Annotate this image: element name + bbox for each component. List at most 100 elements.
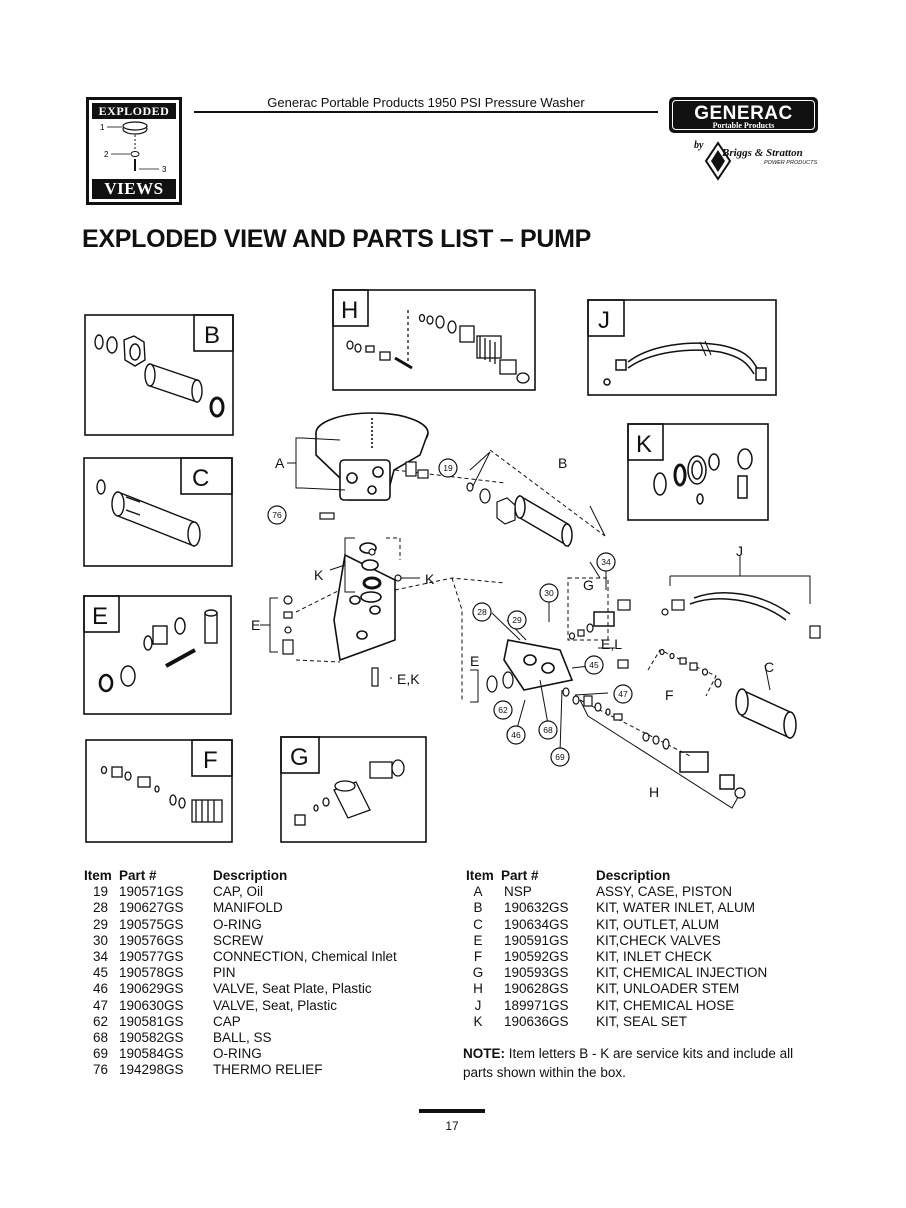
callout-46: 46 <box>511 730 521 740</box>
part-description: VALVE, Seat, Plastic <box>213 997 338 1013</box>
item-number: 29 <box>92 916 108 932</box>
item-number: F <box>473 948 483 964</box>
callout-76: 76 <box>272 510 282 520</box>
part-number: 190593GS <box>504 965 569 981</box>
logo-bottom-text: VIEWS <box>92 179 176 199</box>
item-number: B <box>473 900 483 916</box>
part-description: KIT, OUTLET, ALUM <box>596 916 720 932</box>
brand-subtitle: Portable Products <box>712 121 775 130</box>
kit-box-c <box>83 457 233 567</box>
callout-19: 19 <box>443 463 453 473</box>
label-c: C <box>764 659 774 675</box>
label-e-k: E,K <box>397 671 420 687</box>
item-number: 47 <box>92 997 108 1013</box>
label-g: G <box>583 577 594 593</box>
part-description: CAP, Oil <box>213 884 264 900</box>
parts-row: B 190632GS KIT, WATER INLET, ALUM <box>466 900 826 916</box>
part-description: MANIFOLD <box>213 900 283 916</box>
part-description: SCREW <box>213 932 264 948</box>
kit-box-b <box>84 314 234 436</box>
callout-69: 69 <box>555 752 565 762</box>
part-description: KIT,CHECK VALVES <box>596 932 721 948</box>
item-number: E <box>473 932 483 948</box>
item-number: 69 <box>92 1046 108 1062</box>
header-item: Item <box>84 868 112 883</box>
part-description: CONNECTION, Chemical Inlet <box>213 948 397 964</box>
part-number: 190629GS <box>119 981 184 997</box>
by-text: by <box>694 140 704 151</box>
kit-box-e <box>83 595 232 715</box>
logo-callout-3: 3 <box>162 165 167 174</box>
part-description: CAP <box>213 1013 241 1029</box>
box-label-c: C <box>192 465 209 492</box>
box-label-k: K <box>636 431 652 458</box>
item-number: 34 <box>92 948 108 964</box>
header-item: Item <box>466 868 494 883</box>
kit-g-parts <box>294 759 405 826</box>
label-e-left: E <box>251 617 260 633</box>
kit-box-j <box>587 299 777 396</box>
logo-callout-1: 1 <box>100 123 105 132</box>
part-description: VALVE, Seat Plate, Plastic <box>213 981 372 997</box>
kit-b-parts <box>94 334 225 418</box>
briggs-diamond-icon <box>704 141 732 181</box>
box-label-e: E <box>92 603 108 630</box>
kit-j-parts <box>603 340 767 386</box>
brand-name: GENERAC <box>694 103 793 124</box>
part-number: 190628GS <box>504 981 569 997</box>
part-number: 190592GS <box>504 948 569 964</box>
part-description: KIT, WATER INLET, ALUM <box>596 900 756 916</box>
label-k-right: K <box>425 571 435 587</box>
item-number: 76 <box>92 1062 108 1078</box>
partner-subtitle: POWER PRODUCTS <box>764 160 818 166</box>
note-label: NOTE: <box>463 1046 505 1061</box>
generac-logo: GENERAC Portable Products <box>669 97 818 133</box>
part-number: 190571GS <box>119 884 184 900</box>
header-part: Part # <box>501 868 539 883</box>
item-number: 46 <box>92 981 108 997</box>
label-a: A <box>275 455 285 471</box>
parts-row: A NSP ASSY, CASE, PISTON <box>466 884 826 900</box>
kit-box-g <box>280 736 427 843</box>
box-label-g: G <box>290 744 309 771</box>
label-j: J <box>736 543 743 559</box>
part-number: 190582GS <box>119 1029 184 1045</box>
note-text: Item letters B - K are service kits and … <box>463 1046 794 1080</box>
part-number: 190578GS <box>119 965 184 981</box>
page-title: EXPLODED VIEW AND PARTS LIST – PUMP <box>82 225 591 253</box>
kit-box-f <box>85 739 233 843</box>
part-number: NSP <box>504 884 532 900</box>
logo-callout-2: 2 <box>104 150 109 159</box>
part-number: 190632GS <box>504 900 569 916</box>
callout-62: 62 <box>498 705 508 715</box>
part-number: 190630GS <box>119 997 184 1013</box>
kit-c-parts <box>96 479 201 548</box>
item-number: G <box>472 965 484 981</box>
box-label-j: J <box>598 307 610 334</box>
part-description: PIN <box>213 965 236 981</box>
footer-rule <box>419 1109 485 1113</box>
item-number: 68 <box>92 1029 108 1045</box>
part-description: ASSY, CASE, PISTON <box>596 884 733 900</box>
part-number: 194298GS <box>119 1062 184 1078</box>
logo-top-text: EXPLODED <box>92 103 176 119</box>
box-label-b: B <box>204 322 220 349</box>
item-number: A <box>473 884 483 900</box>
kit-h-parts <box>346 310 530 384</box>
part-description: O-RING <box>213 916 262 932</box>
callout-68: 68 <box>543 725 553 735</box>
part-number: 190634GS <box>504 916 569 932</box>
